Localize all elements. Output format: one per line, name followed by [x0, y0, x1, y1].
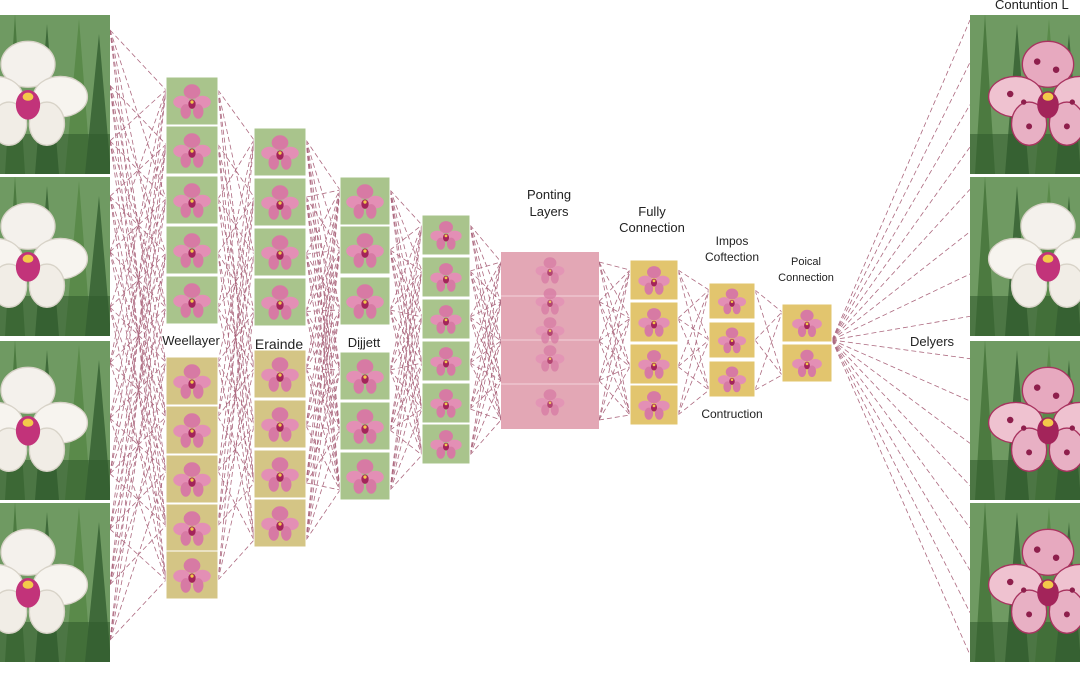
poical-label-line1: Poical: [791, 256, 821, 268]
output-image-column: [970, 14, 1080, 662]
layer1-bottom-tile: [165, 503, 219, 553]
layer3-top-tile: [339, 176, 391, 226]
layer1-bottom-tile: [165, 454, 219, 504]
layer2-bottom-tile: [253, 399, 307, 449]
layer2-top-tile: [253, 127, 307, 177]
delyers-label: Delyers: [910, 334, 955, 349]
title-label: Contuntion L: [995, 0, 1069, 12]
layer1-bottom-tile: [165, 405, 219, 455]
input-orchid-photo: [0, 501, 110, 662]
dijjett-label: Dịjjett: [348, 335, 381, 350]
layer1-bottom-tile: [165, 356, 219, 406]
fully-connection-tile: [629, 384, 679, 426]
impos-connection-tile: [708, 321, 756, 359]
layer2-bottom-tile: [253, 349, 307, 399]
input-orchid-photo: [0, 14, 110, 174]
layer1-top-tile: [165, 225, 219, 275]
layer2-top-tile: [253, 227, 307, 277]
contruction-label: Contruction: [701, 407, 762, 421]
impos-connection-tile: [708, 282, 756, 320]
layer4-tile: [421, 340, 471, 382]
impos-label-line1: Impos: [716, 234, 749, 248]
layer1-bottom-tile: [165, 550, 219, 600]
ponting-label-line1: Ponting: [527, 187, 571, 202]
layer3-bottom-tile: [339, 351, 391, 401]
erainde-label: Erainde: [255, 336, 303, 352]
impos-label-line2: Coftection: [705, 250, 759, 264]
layer2-bottom-tile: [253, 498, 307, 548]
impos-connection-tile: [708, 360, 756, 398]
layer3-top-tile: [339, 276, 391, 326]
layer2-top-tile: [253, 177, 307, 227]
weel-layer-label: Weellayer: [162, 333, 220, 348]
layer4-tile: [421, 298, 471, 340]
layer1-top-tile: [165, 275, 219, 325]
feature-map-layers: [165, 76, 833, 600]
layer2-bottom-tile: [253, 449, 307, 499]
layer3-top-tile: [339, 225, 391, 275]
fully-connection-tile: [629, 301, 679, 343]
poical-connection-tile: [781, 303, 833, 343]
layer1-top-tile: [165, 175, 219, 225]
input-orchid-photo: [0, 339, 110, 500]
layer3-bottom-tile: [339, 401, 391, 451]
ponting-layer-block: [501, 252, 599, 429]
fully-connection-tile: [629, 259, 679, 301]
fully-connection-tile: [629, 343, 679, 385]
output-orchid-photo: [970, 501, 1080, 662]
layer4-tile: [421, 423, 471, 465]
layer1-top-tile: [165, 76, 219, 126]
output-orchid-photo: [970, 175, 1080, 336]
fully-label-line1: Fully: [638, 204, 666, 219]
poical-label-line2: Connection: [778, 272, 834, 284]
fully-label-line2: Connection: [619, 220, 685, 235]
layer1-top-tile: [165, 125, 219, 175]
output-orchid-photo: [970, 14, 1080, 174]
connection-lines: [109, 19, 971, 656]
input-image-column: [0, 14, 110, 662]
layer4-tile: [421, 256, 471, 298]
layer2-top-tile: [253, 277, 307, 327]
layer4-tile: [421, 214, 471, 256]
ponting-label-line2: Layers: [529, 204, 569, 219]
layer3-bottom-tile: [339, 451, 391, 501]
poical-connection-tile: [781, 343, 833, 383]
layer4-tile: [421, 382, 471, 424]
output-orchid-photo: [970, 339, 1080, 500]
input-orchid-photo: [0, 175, 110, 336]
